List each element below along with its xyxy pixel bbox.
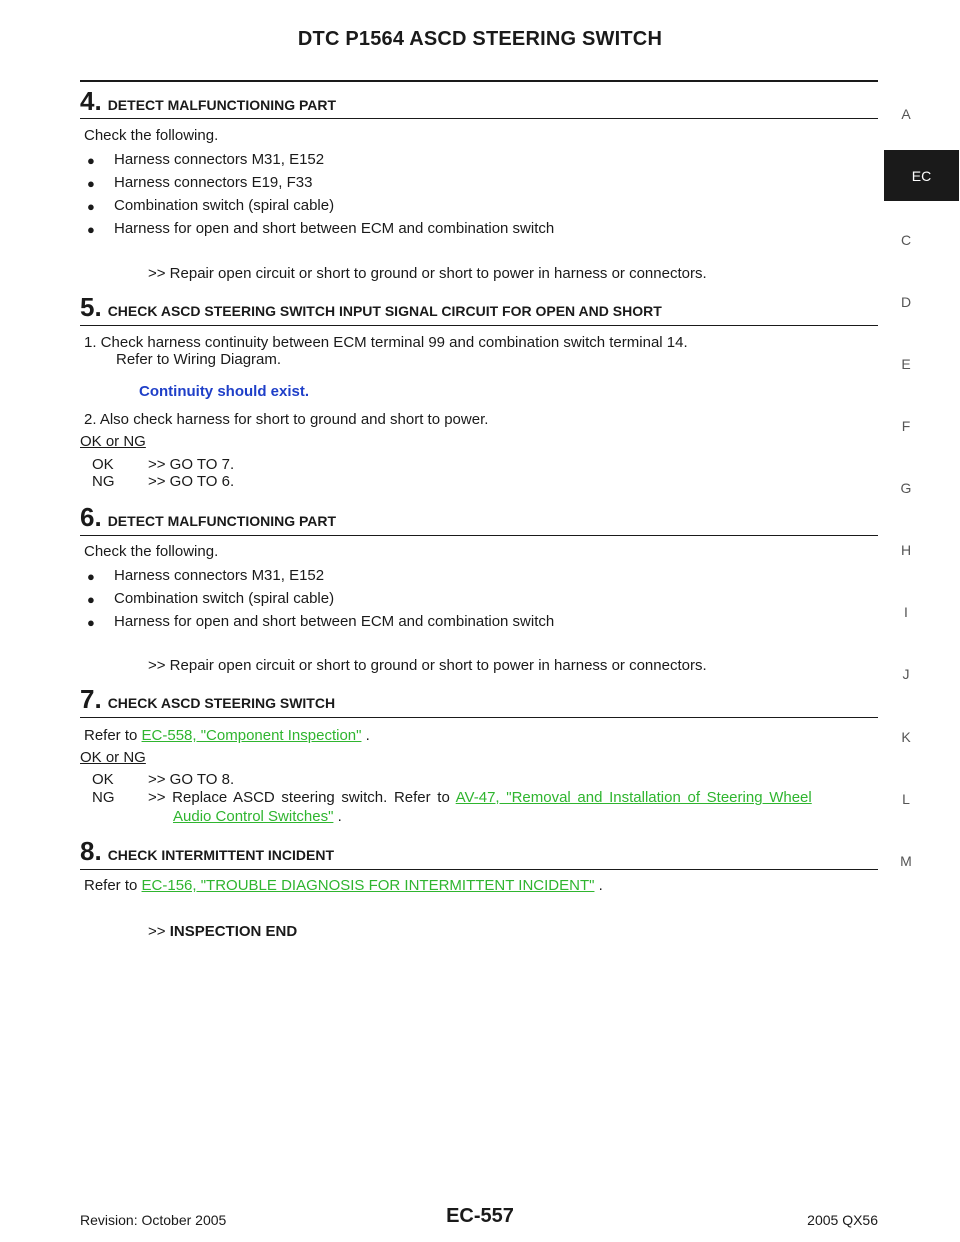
bullet-icon: ● (87, 199, 95, 214)
step-7-title: CHECK ASCD STEERING SWITCH (107, 695, 336, 711)
step-7-ng-label: NG (92, 789, 115, 806)
footer-page-number: EC-557 (446, 1205, 514, 1227)
step-7-number: 7. (80, 684, 102, 714)
step-7-ng-result: >> Replace ASCD steering switch. Refer t… (148, 789, 812, 806)
step-4-rule (80, 118, 878, 119)
step-4-heading: 4. DETECT MALFUNCTIONING PART (80, 86, 336, 117)
step-5-ng-label: NG (92, 473, 115, 490)
bullet-icon: ● (87, 569, 95, 584)
step-5-ng-result: >> GO TO 6. (148, 473, 235, 490)
step-5-spec: Continuity should exist. (139, 383, 310, 400)
step-7-ng-result-cont: Audio Control Switches" . (173, 808, 342, 825)
step-7-ng-suffix: . (333, 808, 342, 825)
step-5-line-2: 2. Also check harness for short to groun… (84, 411, 489, 428)
step-8-title: CHECK INTERMITTENT INCIDENT (107, 847, 335, 863)
side-index-f[interactable]: F (901, 418, 911, 434)
step-6-item: Combination switch (spiral cable) (114, 590, 335, 607)
side-index-e[interactable]: E (901, 356, 911, 372)
bullet-icon: ● (87, 592, 95, 607)
side-index-l[interactable]: L (902, 791, 910, 807)
bullet-icon: ● (87, 222, 95, 237)
step-6-title: DETECT MALFUNCTIONING PART (107, 513, 337, 529)
step-8-end-prefix: >> (148, 923, 170, 940)
step-4-item: Combination switch (spiral cable) (114, 197, 335, 214)
step-5-ok-or-ng: OK or NG (80, 433, 146, 450)
step-6-rule (80, 535, 878, 536)
side-index-a[interactable]: A (901, 106, 911, 122)
step-5-heading: 5. CHECK ASCD STEERING SWITCH INPUT SIGNA… (80, 292, 662, 323)
step-7-heading: 7. CHECK ASCD STEERING SWITCH (80, 684, 335, 715)
side-index-d[interactable]: D (900, 294, 912, 310)
step-5-line-1: 1. Check harness continuity between ECM … (84, 334, 688, 351)
step-6-intro: Check the following. (84, 543, 219, 560)
step-6-item: Harness connectors M31, E152 (114, 567, 325, 584)
bullet-icon: ● (87, 615, 95, 630)
step-8-rule (80, 869, 878, 870)
step-4-number: 4. (80, 86, 102, 116)
inspection-end-text: INSPECTION END (169, 923, 298, 940)
step-5-number: 5. (80, 292, 102, 322)
step-7-ok-result: >> GO TO 8. (148, 771, 235, 788)
step-6-item: Harness for open and short between ECM a… (114, 613, 555, 630)
side-index-i[interactable]: I (904, 604, 908, 620)
intermittent-incident-link[interactable]: EC-156, "TROUBLE DIAGNOSIS FOR INTERMITT… (141, 877, 595, 894)
steering-wheel-audio-switch-link[interactable]: AV-47, "Removal and Installation of Stee… (455, 789, 812, 806)
side-index-g[interactable]: G (900, 480, 912, 496)
step-4-intro: Check the following. (84, 127, 219, 144)
component-inspection-link[interactable]: EC-558, "Component Inspection" (141, 727, 362, 744)
step-7-ok-or-ng: OK or NG (80, 749, 146, 766)
step-4-item: Harness connectors E19, F33 (114, 174, 313, 191)
step-4-item: Harness connectors M31, E152 (114, 151, 325, 168)
step-6-number: 6. (80, 502, 102, 532)
step-5-ok-label: OK (92, 456, 114, 473)
step-7-refer-suffix: . (361, 727, 370, 744)
step-7-refer: Refer to EC-558, "Component Inspection" … (84, 727, 370, 744)
header-rule (80, 80, 878, 82)
side-index-k[interactable]: K (901, 729, 911, 745)
bullet-icon: ● (87, 176, 95, 191)
footer-model: 2005 QX56 (807, 1212, 878, 1228)
step-5-title: CHECK ASCD STEERING SWITCH INPUT SIGNAL … (107, 303, 662, 319)
step-8-heading: 8. CHECK INTERMITTENT INCIDENT (80, 836, 334, 867)
step-5-line-1-cont: Refer to Wiring Diagram. (116, 351, 282, 368)
bullet-icon: ● (87, 153, 95, 168)
step-8-number: 8. (80, 836, 102, 866)
step-4-result: >> Repair open circuit or short to groun… (148, 265, 707, 282)
step-6-heading: 6. DETECT MALFUNCTIONING PART (80, 502, 336, 533)
side-index-h[interactable]: H (900, 542, 912, 558)
step-5-rule (80, 325, 878, 326)
side-index-c[interactable]: C (900, 232, 912, 248)
step-8-end: >> INSPECTION END (148, 923, 297, 940)
step-6-result: >> Repair open circuit or short to groun… (148, 657, 707, 674)
steering-wheel-audio-switch-link-cont[interactable]: Audio Control Switches" (173, 808, 334, 825)
step-8-refer-suffix: . (594, 877, 603, 894)
page-title: DTC P1564 ASCD STEERING SWITCH (297, 28, 663, 50)
step-5-ok-result: >> GO TO 7. (148, 456, 235, 473)
step-4-item: Harness for open and short between ECM a… (114, 220, 555, 237)
step-7-rule (80, 717, 878, 718)
step-8-refer-prefix: Refer to (84, 877, 142, 894)
side-index-m[interactable]: M (900, 853, 912, 869)
step-7-ok-label: OK (92, 771, 114, 788)
step-7-ng-prefix: >> Replace ASCD steering switch. Refer t… (148, 789, 456, 806)
step-8-refer: Refer to EC-156, "TROUBLE DIAGNOSIS FOR … (84, 877, 603, 894)
step-4-title: DETECT MALFUNCTIONING PART (107, 97, 337, 113)
step-7-refer-prefix: Refer to (84, 727, 142, 744)
side-index-ec-active[interactable]: EC (884, 150, 959, 201)
footer-revision: Revision: October 2005 (80, 1212, 227, 1228)
side-index-j[interactable]: J (902, 666, 910, 682)
